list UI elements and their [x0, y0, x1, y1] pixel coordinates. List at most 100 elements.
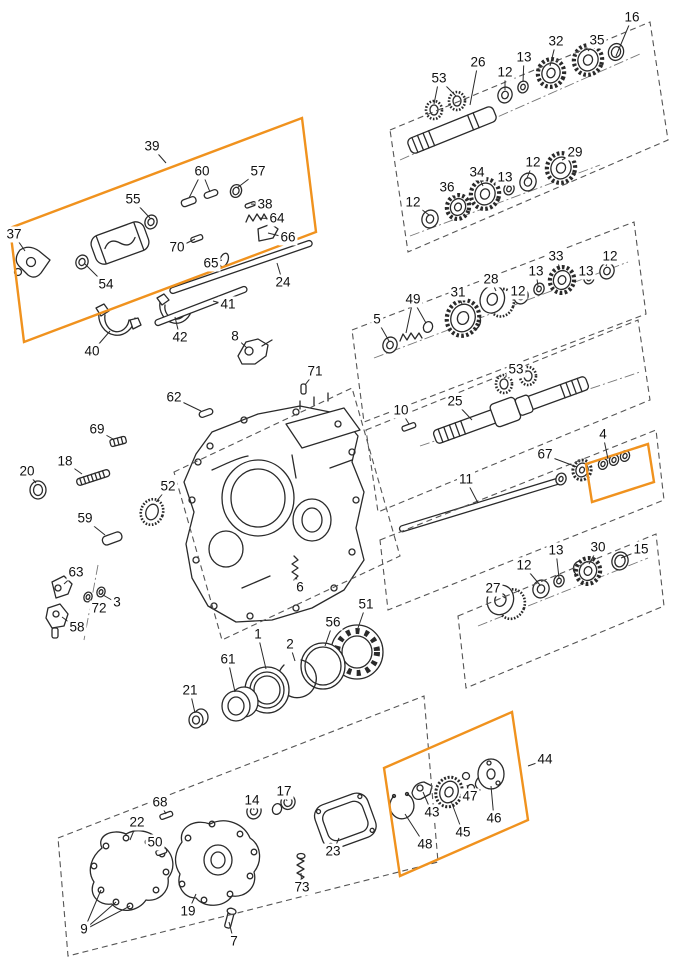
- leader-line-5: [376, 319, 390, 342]
- assembly-mainshaft: [401, 365, 590, 444]
- part-61-spacer: [221, 686, 259, 722]
- part-21-bushing: [188, 708, 209, 729]
- part-25-mainshaft: [432, 376, 590, 444]
- part-56-ring: [300, 642, 346, 690]
- group-box-side-cover-group: [57, 695, 439, 957]
- part-49-spring: [399, 332, 423, 342]
- leader-line-31: [457, 292, 463, 305]
- leader-line-11: [465, 479, 479, 504]
- leader-line-70: [176, 238, 196, 249]
- part-62-pin: [198, 407, 214, 419]
- part-31-gear: [444, 298, 482, 338]
- leader-line-63: [63, 572, 77, 585]
- leader-line-55: [132, 199, 151, 219]
- leader-line-1: [257, 634, 267, 670]
- leader-line-53: [438, 78, 457, 97]
- part-13-washer: [517, 80, 529, 94]
- leader-line-62: [173, 397, 202, 412]
- highlight-box-ratchet-group: [382, 710, 530, 878]
- leader-line-14: [251, 800, 255, 811]
- leader-line-30: [588, 547, 599, 565]
- leader-line-13: [585, 271, 589, 276]
- part-59-pin: [101, 531, 123, 546]
- part-24-rod: [169, 239, 313, 295]
- leader-line-20: [26, 471, 37, 484]
- part-34-gear: [468, 177, 502, 211]
- leader-line-27: [492, 588, 506, 599]
- leader-line-39: [151, 146, 167, 164]
- leader-line-41: [212, 300, 229, 306]
- leader-line-25: [454, 401, 473, 421]
- part-3-washer: [96, 586, 106, 598]
- part-49-collar: [422, 320, 434, 334]
- part-71-pin: [300, 383, 307, 395]
- leader-line-18: [64, 461, 83, 475]
- part-13-washer: [533, 282, 545, 296]
- leader-line-66: [267, 232, 289, 239]
- leader-line-6: [295, 576, 301, 589]
- leader-line-29: [561, 152, 576, 161]
- part-52-roller: [139, 497, 165, 527]
- leader-line-53: [515, 369, 529, 372]
- leader-line-51: [357, 604, 367, 629]
- assembly-shifter-cam: [13, 183, 313, 295]
- leader-line-64: [258, 217, 278, 220]
- part-35-gear: [571, 43, 605, 77]
- leader-line-33: [555, 256, 561, 270]
- leader-line-59: [84, 518, 106, 536]
- leader-line-60: [188, 171, 203, 199]
- leader-line-12: [523, 565, 541, 586]
- leader-line-52: [155, 486, 169, 503]
- leader-line-65: [210, 259, 223, 265]
- leader-line-68: [159, 802, 167, 815]
- group-box-top-gear-train: [389, 21, 669, 253]
- part-53-roller-bearing: [447, 90, 467, 112]
- leader-line-50: [154, 842, 162, 851]
- leader-line-16: [615, 17, 633, 57]
- leader-line-44: [527, 759, 546, 767]
- part-12-washer: [519, 172, 537, 192]
- leader-line-40: [91, 330, 111, 353]
- leader-line-53: [433, 78, 440, 105]
- leader-line-3: [102, 594, 118, 604]
- part-32-gear: [535, 57, 567, 89]
- part-19-cover: [174, 820, 261, 906]
- part-57-ring: [229, 183, 243, 199]
- leader-line-36: [446, 187, 457, 201]
- leader-line-46: [490, 785, 495, 820]
- leader-line-17: [283, 791, 288, 802]
- part-69-screw: [109, 435, 127, 448]
- part-28-gear: [479, 284, 516, 318]
- part-5-washer: [382, 336, 398, 354]
- leader-line-12: [526, 162, 534, 179]
- highlight-box-shifter-cam-assembly: [8, 116, 318, 344]
- leader-line-13: [555, 550, 560, 579]
- part-36-gear: [444, 193, 472, 221]
- part-37-lever: [13, 246, 51, 278]
- leader-line-13: [535, 271, 539, 287]
- part-64-spring: [245, 213, 268, 223]
- part-54-shifter-cam: [90, 221, 150, 265]
- leader-line-7: [228, 921, 235, 943]
- part-53-roller-bearing: [494, 373, 514, 395]
- part-41-fork-shaft: [154, 285, 248, 327]
- leader-line-13: [522, 57, 525, 83]
- housing-bolt-holes: [188, 408, 360, 620]
- leader-line-42: [174, 316, 181, 339]
- part-12-washer: [421, 209, 439, 229]
- leader-line-13: [504, 177, 509, 187]
- assembly-cluster-row: [382, 262, 615, 354]
- assembly-countershaft-top: [407, 42, 625, 154]
- leader-line-48: [404, 813, 426, 846]
- leader-line-9: [83, 889, 102, 931]
- leader-line-54: [84, 263, 107, 286]
- assembly-second-row: [421, 151, 578, 229]
- leader-line-15: [620, 549, 642, 559]
- leader-line-19: [187, 893, 197, 913]
- part-4-washer: [597, 457, 609, 471]
- leader-line-22: [129, 822, 138, 841]
- leader-line-34: [476, 172, 484, 187]
